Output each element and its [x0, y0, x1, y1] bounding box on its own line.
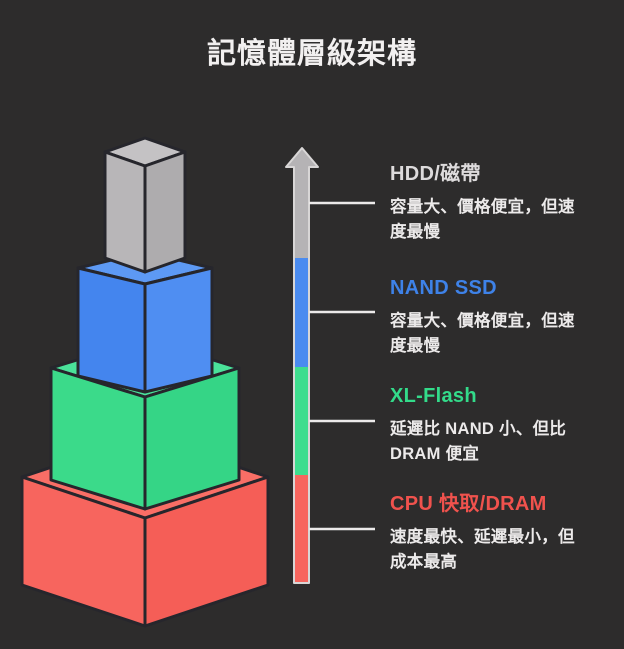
- arrow-segment-xl-flash: [294, 367, 309, 475]
- nand-block-right-face: [143, 266, 214, 394]
- level-heading-cpu: CPU 快取/DRAM: [390, 493, 547, 515]
- xl-flash-block-right-face: [143, 366, 241, 511]
- level-label-nand: NAND SSD 容量大、價格便宜，但速度最慢: [390, 277, 583, 359]
- level-heading-nand: NAND SSD: [390, 277, 497, 299]
- arrow-segment-nand: [294, 258, 309, 367]
- level-heading-xl-flash: XL-Flash: [390, 385, 477, 407]
- pyramid-stack: [20, 136, 270, 628]
- page-title: 記憶體層級架構: [206, 38, 417, 70]
- level-description-cpu: 速度最快、延遲最小，但成本最高: [390, 528, 575, 571]
- level-label-cpu: CPU 快取/DRAM 速度最快、延遲最小，但成本最高: [390, 493, 583, 575]
- nand-block-left-face: [76, 266, 147, 394]
- level-description-xl-flash: 延遲比 NAND 小、但比 DRAM 便宜: [390, 420, 567, 463]
- hdd-block-right-face: [143, 150, 187, 274]
- level-label-hdd: HDD/磁帶 容量大、價格便宜，但速度最慢: [390, 163, 583, 245]
- arrow-outline: [285, 147, 319, 584]
- pyramid-block-hdd: [103, 136, 187, 274]
- hdd-block-left-face: [103, 150, 147, 274]
- level-heading-hdd: HDD/磁帶: [390, 163, 481, 185]
- level-label-xl-flash: XL-Flash 延遲比 NAND 小、但比 DRAM 便宜: [390, 385, 583, 467]
- level-description-hdd: 容量大、價格便宜，但速度最慢: [390, 198, 575, 241]
- cpu-block-right-face: [143, 475, 270, 628]
- arrow-segment-cpu: [294, 475, 309, 583]
- speed-arrow: [285, 147, 375, 584]
- level-description-nand: 容量大、價格便宜，但速度最慢: [390, 312, 575, 355]
